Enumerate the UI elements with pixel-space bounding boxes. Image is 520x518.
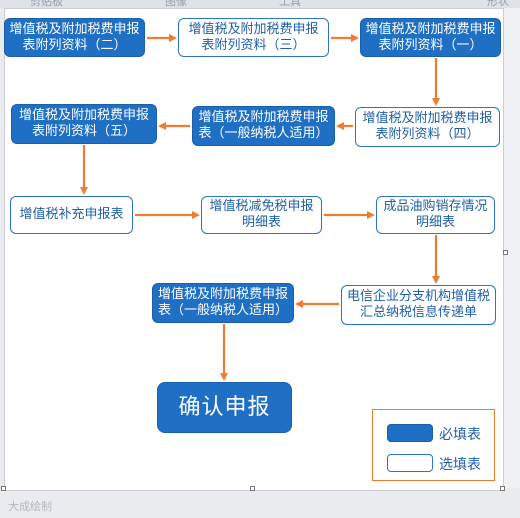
node-telecom-transfer-form[interactable]: 电信企业分支机构增值税汇总纳税信息传递单 <box>341 285 496 325</box>
legend-optional-label: 选填表 <box>439 457 481 473</box>
node-attachment-5[interactable]: 增值税及附加税费申报表附列资料（五） <box>11 104 157 144</box>
resize-handle-bottom[interactable] <box>250 486 255 491</box>
confirm-declaration-button[interactable]: 确认申报 <box>157 382 292 433</box>
canvas-margin <box>502 8 520 488</box>
ribbon-label-tools: 工具 <box>279 0 301 8</box>
node-supplementary-return[interactable]: 增值税补充申报表 <box>10 196 133 234</box>
ribbon-label-shapes: 形状 <box>487 0 509 8</box>
node-attachment-3[interactable]: 增值税及附加税费申报表附列资料（三） <box>178 18 329 57</box>
resize-handle-bottom-left[interactable] <box>1 486 6 491</box>
resize-handle-bottom-right[interactable] <box>500 486 505 491</box>
node-tax-relief-detail[interactable]: 增值税减免税申报明细表 <box>201 196 322 234</box>
ribbon-label-image: 图像 <box>165 0 187 8</box>
legend: 必填表 选填表 <box>372 409 495 481</box>
legend-optional-swatch <box>387 454 433 472</box>
node-refined-oil-detail[interactable]: 成品油购销存情况明细表 <box>376 196 495 234</box>
legend-required-swatch <box>387 424 433 442</box>
node-attachment-2[interactable]: 增值税及附加税费申报表附列资料（二） <box>4 18 145 57</box>
ribbon-label-clipboard: 剪贴板 <box>30 0 63 8</box>
node-attachment-4[interactable]: 增值税及附加税费申报表附列资料（四） <box>355 107 500 147</box>
watermark: 大成绘制 <box>8 500 52 513</box>
ribbon-group-labels: 剪贴板 图像 工具 形状 <box>0 0 520 8</box>
node-attachment-1[interactable]: 增值税及附加税费申报表附列资料（一） <box>360 18 501 57</box>
node-main-return[interactable]: 增值税及附加税费申报表（一般纳税人适用） <box>192 106 335 146</box>
resize-handle-right[interactable] <box>503 250 508 255</box>
node-main-return-final[interactable]: 增值税及附加税费申报表（一般纳税人适用） <box>152 283 294 323</box>
legend-required-label: 必填表 <box>439 427 481 443</box>
